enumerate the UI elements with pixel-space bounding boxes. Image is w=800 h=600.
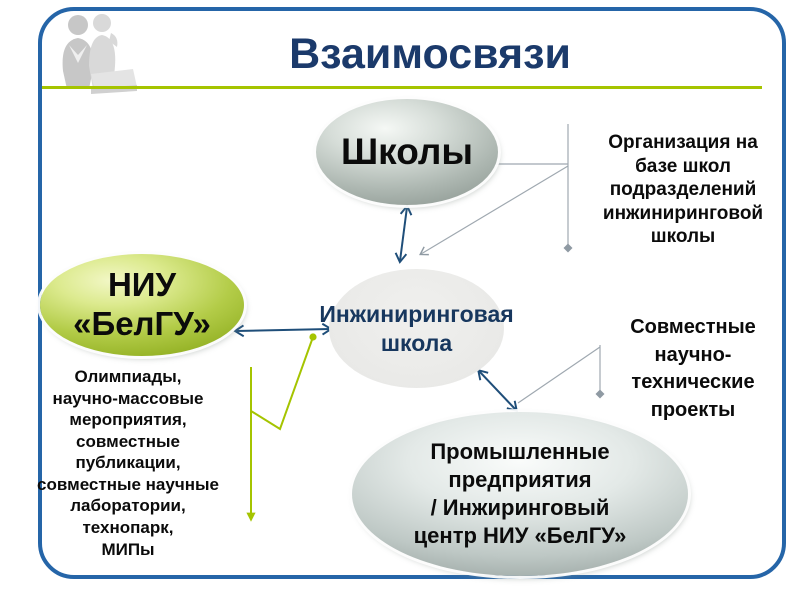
people-clipart-icon	[62, 14, 137, 94]
annotation-activities: Олимпиады, научно-массовые мероприятия, …	[37, 367, 219, 559]
node-enterprises-label: Промышленные предприятия / Инжиринговый …	[413, 439, 627, 548]
node-schools: Школы	[316, 99, 498, 205]
slide-border	[38, 7, 786, 579]
title-underline	[42, 86, 762, 89]
node-schools-label: Школы	[341, 130, 473, 172]
node-engineering-school-label: Инжиниринговая школа	[319, 300, 514, 356]
annotation-projects: Совместные научно- технические проекты	[630, 316, 756, 421]
node-enterprises: Промышленные предприятия / Инжиринговый …	[352, 412, 688, 576]
node-university: НИУ «БелГУ»	[40, 254, 244, 356]
annotation-organization: Организация на базе школ подразделений и…	[602, 132, 764, 248]
node-university-label: НИУ «БелГУ»	[73, 266, 211, 342]
node-engineering-school: Инжиниринговая школа	[319, 269, 514, 388]
slide-title: Взаимосвязи	[289, 30, 571, 78]
